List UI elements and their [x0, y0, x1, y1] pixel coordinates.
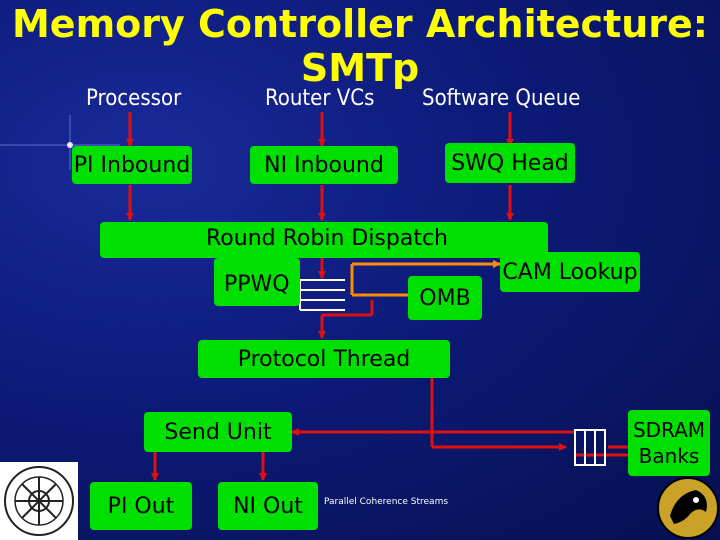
- ppwq-box: PPWQ: [214, 258, 300, 306]
- sdram-banks-icon: [574, 429, 606, 466]
- send-unit-box: Send Unit: [144, 412, 292, 452]
- round-robin-dispatch-label: Round Robin Dispatch: [206, 226, 448, 251]
- pi-out-box: PI Out: [90, 482, 192, 530]
- ppwq-label: PPWQ: [224, 272, 290, 297]
- swq-head-box: SWQ Head: [445, 143, 575, 183]
- omb-box: OMB: [408, 276, 482, 320]
- protocol-thread-box: Protocol Thread: [198, 340, 450, 378]
- router-vcs-label: Router VCs: [265, 86, 375, 111]
- sparkle-decoration: [0, 115, 120, 170]
- sdram-banks-box: SDRAM Banks: [628, 410, 710, 476]
- processor-label: Processor: [86, 86, 182, 111]
- cam-lookup-box: CAM Lookup: [500, 252, 640, 292]
- round-robin-dispatch-box: Round Robin Dispatch: [100, 222, 548, 258]
- ni-inbound-box: NI Inbound: [250, 146, 398, 184]
- slide-title: Memory Controller Architecture: SMTp: [11, 2, 709, 90]
- institute-seal-icon: [0, 462, 78, 540]
- university-mascot-icon: [657, 477, 719, 539]
- parallel-coherence-streams-note: Parallel Coherence Streams: [324, 497, 449, 507]
- ppwq-queue-icon: [299, 279, 345, 311]
- software-queue-label: Software Queue: [422, 86, 581, 111]
- ni-out-box: NI Out: [218, 482, 318, 530]
- pi-inbound-box: PI Inbound: [72, 146, 192, 184]
